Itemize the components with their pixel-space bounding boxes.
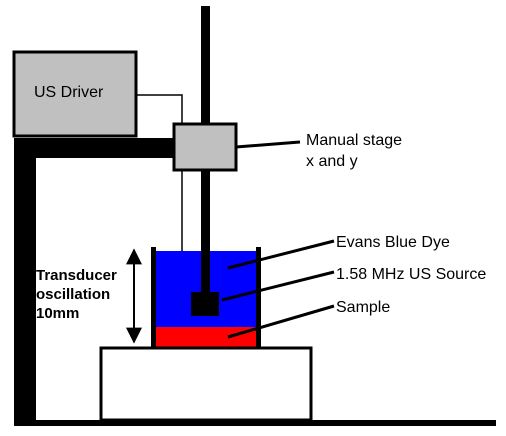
sample-pointer [227,304,335,339]
source-label: 1.58 MHz US Source [336,266,486,283]
container-right-wall [256,247,261,348]
manual-stage-label-1: Manual stage [306,132,402,149]
us-driver-label: US Driver [34,84,104,101]
dye-pointer [227,239,335,270]
manual-stage-label-2: x and y [306,153,358,170]
rod-in-dye [201,248,210,293]
source-pointer [221,270,335,302]
manual-stage-box [172,122,238,172]
us-driver-box [12,50,138,138]
floor-line [14,420,496,426]
support-arm [14,138,174,158]
oscillation-label-2: oscillation [36,286,110,303]
pedestal [99,346,313,422]
sample-layer [156,327,256,348]
oscillation-label-1: Transducer [36,267,117,284]
dye-label: Evans Blue Dye [336,234,450,251]
support-column [14,138,36,423]
oscillation-label-3: 10mm [36,305,79,322]
container-left-wall [151,247,156,348]
sample-label: Sample [336,299,390,316]
us-source-transducer [191,292,219,316]
stage-pointer [235,140,301,149]
